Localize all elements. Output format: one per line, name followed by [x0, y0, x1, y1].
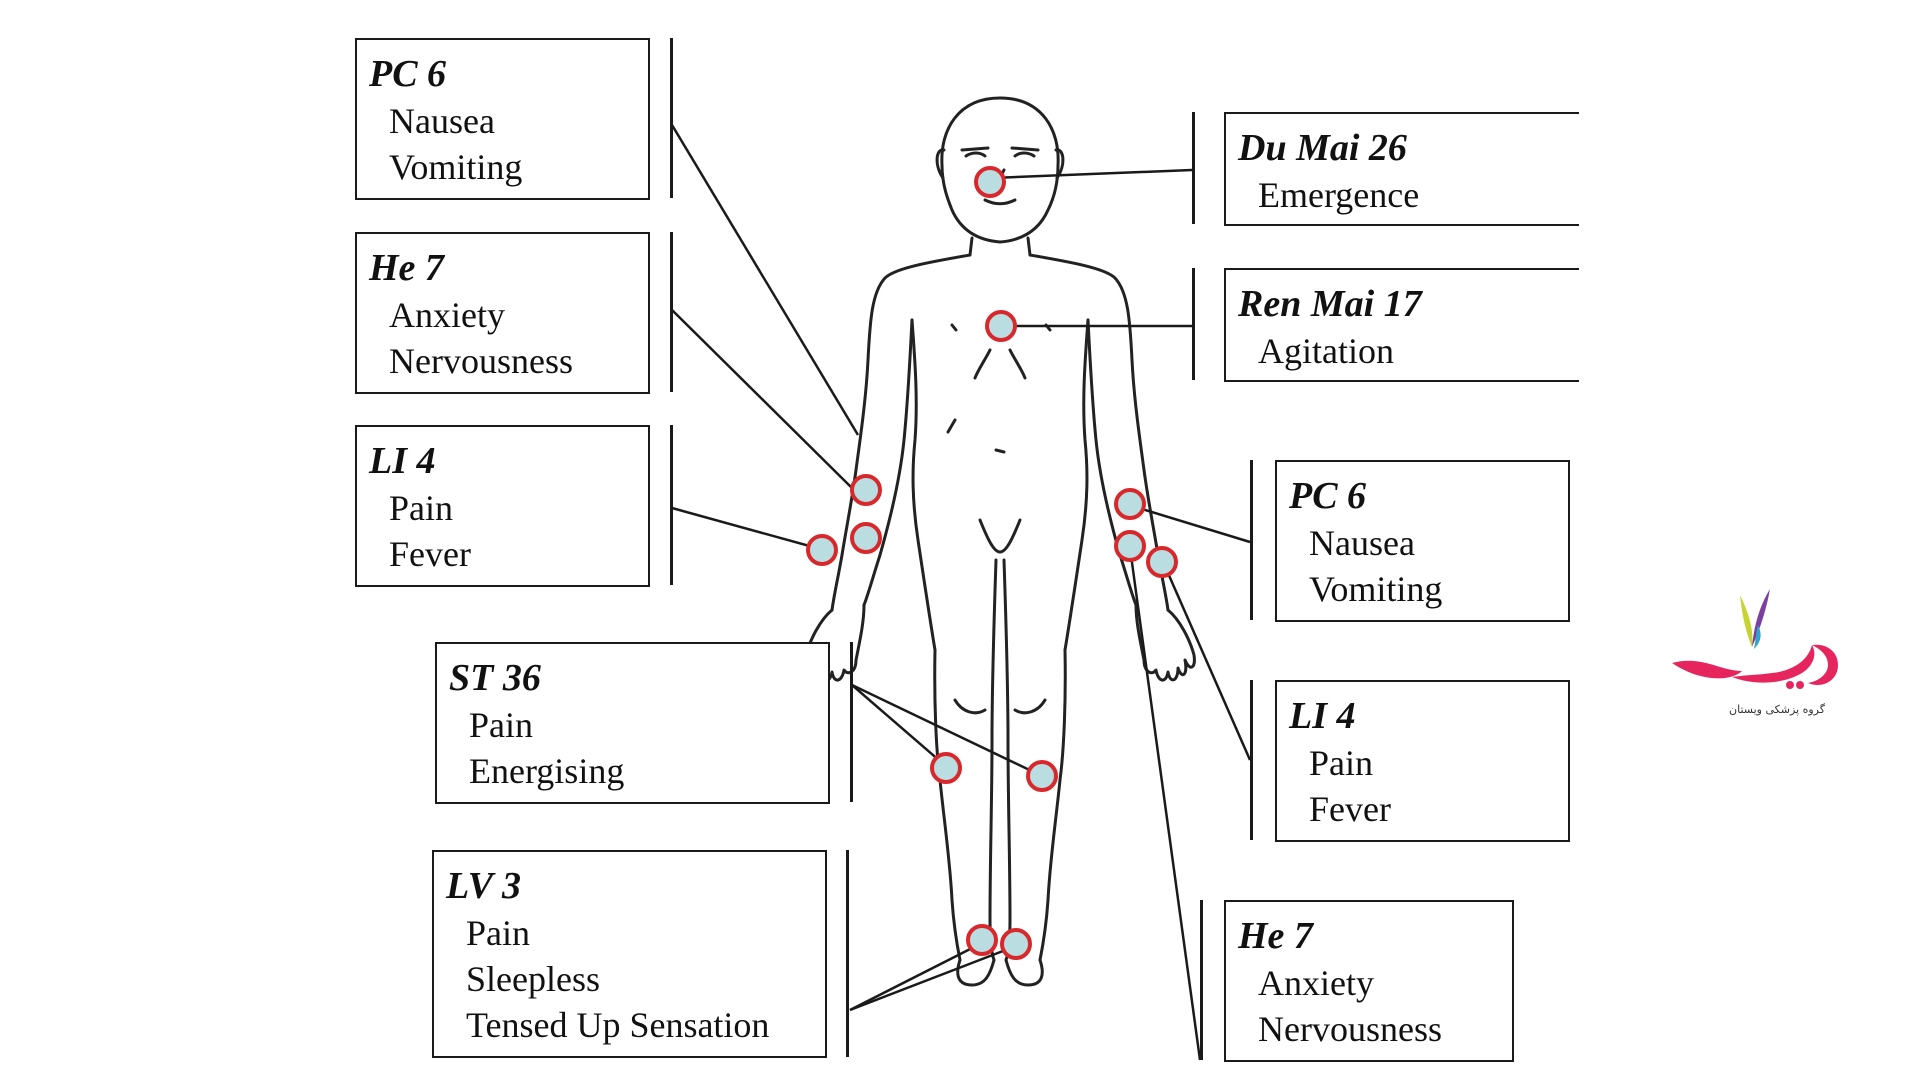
bar-right-li4: [1250, 680, 1253, 840]
acupoint-code: LI 4: [1289, 695, 1356, 737]
leader-left-lv3a: [849, 940, 985, 1012]
label-box-right-li4: LI 4 Pain Fever: [1275, 680, 1570, 842]
indication: Nervousness: [389, 341, 573, 381]
indication: Anxiety: [1258, 963, 1374, 1003]
leader-left-lv3b: [849, 944, 1017, 1012]
indication: Vomiting: [389, 147, 523, 187]
leader-left-he7: [671, 309, 857, 493]
indication: Nervousness: [1258, 1009, 1442, 1049]
point-left-pc6: [850, 474, 882, 506]
leader-right-pc6: [1131, 504, 1251, 544]
leader-left-pc6: [670, 124, 860, 436]
indication: Pain: [1309, 743, 1374, 783]
bar-left-he7: [670, 232, 673, 392]
label-box-right-du26: Du Mai 26 Emergence: [1224, 112, 1579, 226]
point-right-pc6: [1114, 488, 1146, 520]
label-box-left-li4: LI 4 Pain Fever: [355, 425, 650, 587]
acupoint-code: Ren Mai 17: [1238, 283, 1422, 325]
acupoint-code: LI 4: [369, 440, 436, 482]
label-box-left-lv3: LV 3 Pain Sleepless Tensed Up Sensation: [432, 850, 827, 1058]
leader-left-st36a: [851, 684, 949, 769]
bar-right-du26: [1192, 112, 1195, 224]
acupoint-code: He 7: [1238, 915, 1313, 957]
bird-logo-icon: [1672, 589, 1838, 689]
label-box-left-he7: He 7 Anxiety Nervousness: [355, 232, 650, 394]
bar-left-li4: [670, 425, 673, 585]
point-left-li4: [806, 534, 838, 566]
label-box-left-st36: ST 36 Pain Energising: [435, 642, 830, 804]
bar-right-ren17: [1192, 268, 1195, 380]
acupoint-code: PC 6: [1289, 475, 1367, 517]
indication: Vomiting: [1309, 569, 1443, 609]
point-left-he7: [850, 522, 882, 554]
bar-left-st36: [850, 642, 853, 802]
leader-right-he7: [1128, 547, 1202, 1061]
point-du26: [974, 166, 1006, 198]
indication: Fever: [1309, 789, 1391, 829]
indication: Pain: [469, 705, 534, 745]
point-ren17: [985, 310, 1017, 342]
acupoint-code: He 7: [369, 247, 444, 289]
label-box-left-pc6: PC 6 Nausea Vomiting: [355, 38, 650, 200]
label-box-right-he7: He 7 Anxiety Nervousness: [1224, 900, 1514, 1062]
point-lv3-left: [966, 924, 998, 956]
indication: Energising: [469, 751, 625, 791]
logo-caption: گروه پزشکی ویستان: [1729, 703, 1825, 716]
point-right-li4: [1146, 546, 1178, 578]
acupoint-code: Du Mai 26: [1238, 127, 1407, 169]
acupoint-code: PC 6: [369, 53, 447, 95]
acupoint-code: ST 36: [449, 657, 541, 699]
indication: Nausea: [389, 101, 495, 141]
acupoints: [806, 166, 1178, 960]
bar-left-pc6: [670, 38, 673, 198]
indication: Sleepless: [466, 959, 600, 999]
indication: Pain: [389, 488, 454, 528]
leader-left-li4: [671, 506, 825, 552]
indication: Pain: [466, 913, 531, 953]
label-box-right-pc6: PC 6 Nausea Vomiting: [1275, 460, 1570, 622]
indication: Emergence: [1258, 175, 1420, 215]
point-lv3-right: [1000, 928, 1032, 960]
bar-left-lv3: [846, 850, 849, 1057]
leader-right-li4: [1162, 563, 1252, 761]
acupoint-code: LV 3: [446, 865, 521, 907]
bar-right-pc6: [1250, 460, 1253, 620]
indication: Anxiety: [389, 295, 505, 335]
label-box-right-ren17: Ren Mai 17 Agitation: [1224, 268, 1579, 382]
bar-right-he7: [1200, 900, 1203, 1060]
point-st36-right: [1026, 760, 1058, 792]
indication: Tensed Up Sensation: [466, 1005, 770, 1045]
indication: Agitation: [1258, 331, 1394, 371]
brand-logo: گروه پزشکی ویستان: [1662, 585, 1862, 735]
point-st36-left: [930, 752, 962, 784]
leader-left-st36b: [851, 683, 1043, 778]
leader-lines: [670, 124, 1252, 1061]
indication: Fever: [389, 534, 471, 574]
indication: Nausea: [1309, 523, 1415, 563]
point-right-he7: [1114, 530, 1146, 562]
leader-right-du26: [991, 168, 1193, 180]
